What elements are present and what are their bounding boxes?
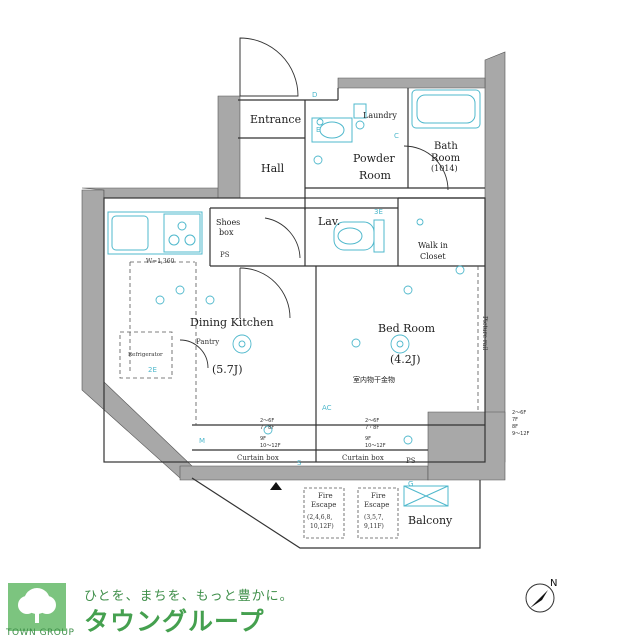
entrance-label: Entrance xyxy=(250,113,301,126)
bed-size-label: (4.2J) xyxy=(390,353,421,366)
brand-tagline: ひとを、まちを、もっと豊かに。 xyxy=(84,589,294,604)
marker-s: S xyxy=(297,459,302,467)
fire-escape-1b: Escape xyxy=(311,501,336,509)
picture-rail-label: Picture rail xyxy=(481,316,488,350)
logo-caption: TOWN GROUP xyxy=(6,628,75,638)
bath-room-label-2: Room xyxy=(431,153,461,164)
br-note-2: 9F xyxy=(365,436,371,442)
right-note-3: 9～12F xyxy=(512,431,530,437)
marker-ac: AC xyxy=(322,404,332,412)
right-note-2: 8F xyxy=(512,424,518,430)
marker-g: G xyxy=(408,480,413,488)
fire-escape-1d: 10,12F) xyxy=(310,523,334,530)
hall-label: Hall xyxy=(261,162,285,175)
dining-size-label: (5.7J) xyxy=(212,363,243,376)
shoes-box-label-1: Shoes xyxy=(216,218,240,227)
room-labels: Entrance Hall Laundry Powder Room Bath R… xyxy=(128,111,488,530)
kitchen-width-label: W=1,360 xyxy=(146,258,175,265)
kitchen-appliances xyxy=(107,103,367,255)
dk-note-0: 2～6F xyxy=(260,418,274,424)
fire-escape-2d: 9,11F) xyxy=(364,523,384,530)
indoor-drying-label: 室内物干金物 xyxy=(353,375,395,384)
floor-notes: 2～6F 7・8F 9F 10～12F 2～6F 7・8F 9F 10～12F … xyxy=(260,410,530,449)
ps-label-2: PS xyxy=(406,457,416,465)
dk-note-1: 7・8F xyxy=(260,425,274,431)
town-group-logo xyxy=(8,583,66,631)
toilet xyxy=(333,219,385,253)
fire-escape-2a: Fire xyxy=(371,492,386,500)
balcony-label: Balcony xyxy=(408,514,453,527)
light-fixtures xyxy=(155,118,465,445)
br-note-0: 2～6F xyxy=(365,418,379,424)
svg-text:N: N xyxy=(550,578,557,589)
marker-d: D xyxy=(312,91,317,99)
powder-room-label-2: Room xyxy=(359,169,392,182)
curtain-box-label-2: Curtain box xyxy=(342,454,384,462)
powder-room-label-1: Powder xyxy=(353,152,396,165)
brand-name: タウングループ xyxy=(84,607,265,636)
pantry-label: Pantry xyxy=(196,338,219,346)
fire-escape-2c: (3,5,7, xyxy=(364,514,384,521)
br-note-1: 7・8F xyxy=(365,425,379,431)
dining-kitchen-label: Dining Kitchen xyxy=(190,316,274,329)
walk-in-label-1: Walk in xyxy=(418,241,448,250)
bath-room-label-1: Bath xyxy=(434,141,458,152)
marker-2e: 2E xyxy=(148,366,157,374)
dk-note-2: 9F xyxy=(260,436,266,442)
marker-c: C xyxy=(394,132,399,140)
right-note-0: 2～6F xyxy=(512,410,526,416)
right-note-1: 7F xyxy=(512,417,518,423)
compass-icon: N xyxy=(525,578,557,613)
bath-tub xyxy=(411,89,481,129)
marker-m: M xyxy=(199,437,205,445)
dk-note-3: 10～12F xyxy=(260,443,281,449)
walk-in-label-2: Closet xyxy=(420,252,446,261)
balcony-unit xyxy=(403,485,449,507)
entrance-arrow-icon xyxy=(270,482,282,490)
refrigerator-label: Refrigerator xyxy=(128,352,163,358)
marker-e: E xyxy=(316,126,320,134)
interior-walls xyxy=(103,88,486,549)
markers: C D E AC M S G 2E 3E xyxy=(148,91,413,488)
fire-escape-2b: Escape xyxy=(364,501,389,509)
bed-room-label: Bed Room xyxy=(378,322,436,335)
curtain-box-label-1: Curtain box xyxy=(237,454,279,462)
bath-size-label: (1014) xyxy=(431,164,458,173)
marker-3e: 3E xyxy=(374,208,383,216)
fire-escape-1c: (2,4,6,8, xyxy=(307,514,332,521)
dashed-lines xyxy=(119,261,479,425)
fire-escape-1a: Fire xyxy=(318,492,333,500)
ps-label-1: PS xyxy=(220,251,230,259)
fire-escapes xyxy=(303,487,399,539)
door-swings xyxy=(179,37,449,369)
lav-label: Lav. xyxy=(318,215,340,228)
laundry-label: Laundry xyxy=(363,111,397,120)
br-note-3: 10～12F xyxy=(365,443,386,449)
shoes-box-label-2: box xyxy=(219,228,234,237)
outer-walls xyxy=(81,51,506,481)
